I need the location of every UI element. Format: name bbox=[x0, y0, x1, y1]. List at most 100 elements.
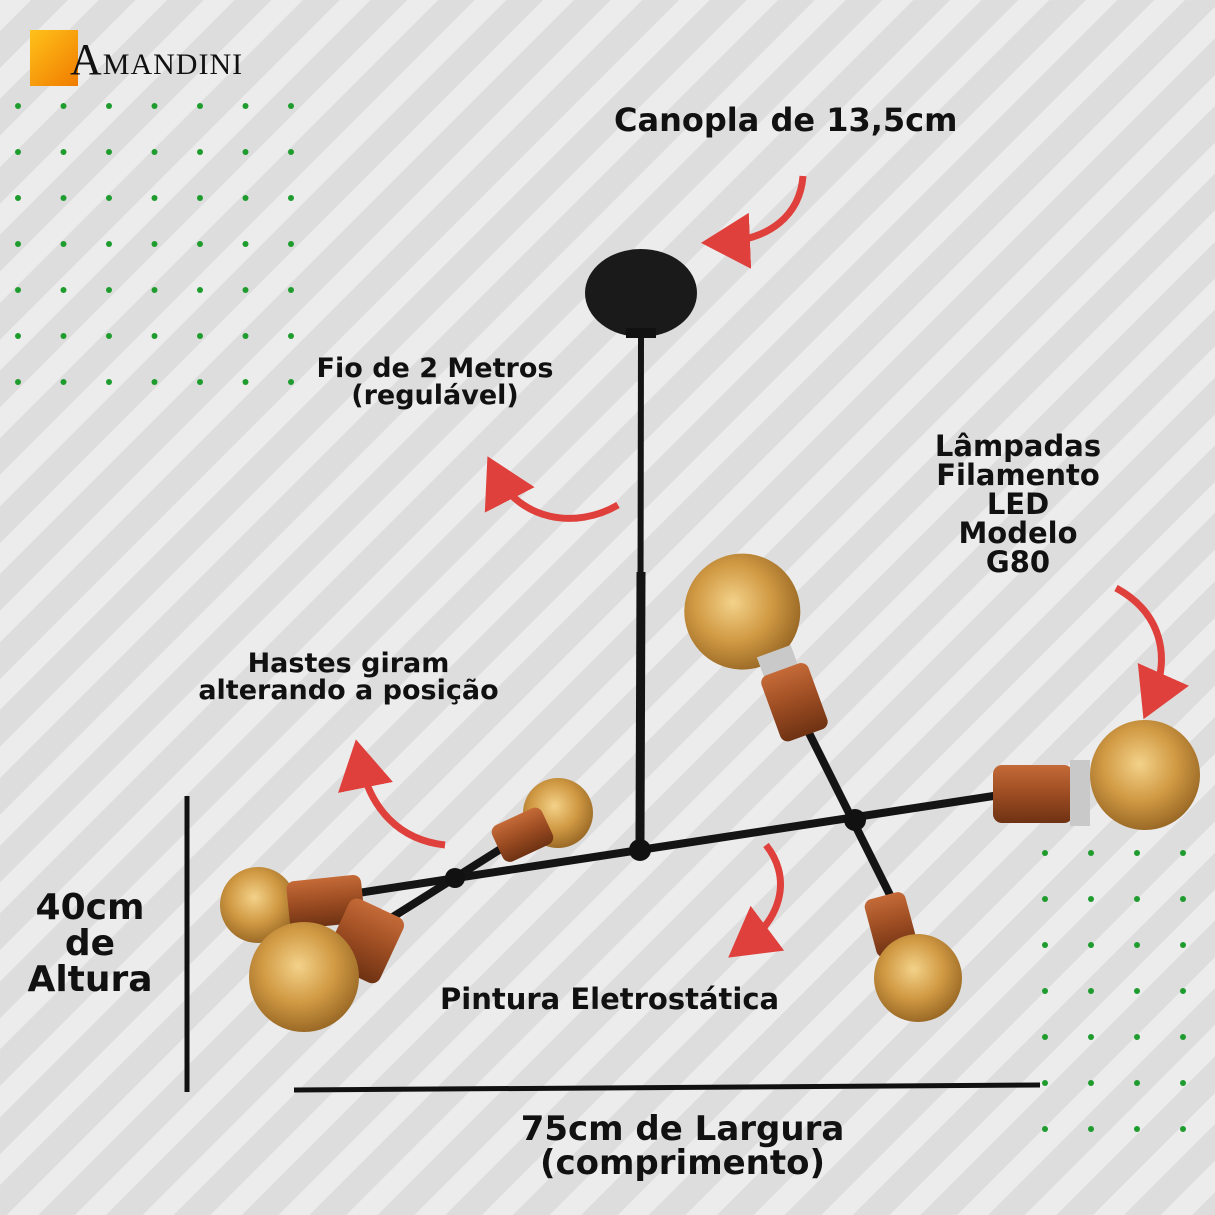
decorative-dot bbox=[242, 195, 249, 201]
height-label: 40cm de Altura bbox=[20, 890, 160, 998]
dot-grid-top-left bbox=[15, 103, 294, 385]
decorative-dot bbox=[1088, 988, 1094, 994]
arrow-arms bbox=[338, 739, 446, 849]
decorative-dot bbox=[106, 379, 112, 385]
arms-label: Hastes giram alterando a posição bbox=[176, 650, 521, 704]
decorative-dot bbox=[242, 149, 249, 155]
decorative-dot bbox=[151, 195, 158, 201]
width-dimension-line bbox=[293, 1082, 1041, 1093]
bulbs-label-line2: Filamento bbox=[936, 458, 1100, 492]
decorative-dot bbox=[106, 287, 112, 293]
lamp-top-right bbox=[684, 553, 828, 742]
lamp-big-left bbox=[249, 898, 405, 1032]
wire-label: Fio de 2 Metros (regulável) bbox=[310, 355, 560, 409]
center-joint bbox=[629, 839, 651, 861]
decorative-dot bbox=[106, 195, 112, 201]
right-joint bbox=[844, 809, 866, 831]
paint-label: Pintura Eletrostática bbox=[440, 985, 779, 1014]
decorative-dot bbox=[1134, 1080, 1140, 1086]
decorative-dot bbox=[106, 333, 112, 339]
height-label-line3: Altura bbox=[27, 959, 153, 1000]
width-label-line1: 75cm de Largura bbox=[520, 1109, 845, 1149]
arrow-canopy bbox=[701, 175, 807, 269]
width-label: 75cm de Largura (comprimento) bbox=[505, 1112, 860, 1180]
lamp-far-right bbox=[993, 720, 1200, 830]
decorative-dot bbox=[1042, 988, 1048, 994]
lamp-far-left bbox=[220, 867, 365, 943]
decorative-dot bbox=[288, 195, 294, 201]
decorative-dot bbox=[1088, 1034, 1094, 1040]
decorative-dot bbox=[60, 103, 67, 109]
decorative-dot bbox=[1180, 1080, 1186, 1086]
decorative-dot bbox=[197, 103, 203, 109]
canopy bbox=[585, 249, 697, 338]
dot-grid-bottom-right bbox=[1042, 850, 1186, 1132]
decorative-dot bbox=[106, 241, 112, 247]
decorative-dot bbox=[60, 195, 67, 201]
decorative-dot bbox=[197, 379, 203, 385]
rod-sleeve bbox=[635, 571, 646, 841]
decorative-dot bbox=[1134, 1034, 1140, 1040]
canopy-label-text: Canopla de 13,5cm bbox=[614, 101, 958, 139]
decorative-dot bbox=[288, 287, 294, 293]
bulbs-label-line4: Modelo bbox=[958, 516, 1078, 550]
decorative-dot bbox=[288, 103, 294, 109]
decorative-dot bbox=[60, 379, 67, 385]
decorative-dot bbox=[288, 379, 294, 385]
decorative-dot bbox=[151, 241, 158, 247]
decorative-dot bbox=[197, 149, 203, 155]
bulbs-label-line5: G80 bbox=[985, 545, 1051, 579]
decorative-dot bbox=[1088, 1126, 1094, 1132]
decorative-dot bbox=[1180, 896, 1186, 902]
decorative-dot bbox=[197, 333, 203, 339]
left-joint bbox=[445, 868, 465, 888]
decorative-dot bbox=[1180, 850, 1186, 856]
lamp-bottom-right bbox=[864, 892, 962, 1022]
decorative-dot bbox=[151, 287, 158, 293]
decorative-dot bbox=[1180, 1034, 1186, 1040]
decorative-dot bbox=[1042, 1126, 1048, 1132]
decorative-dot bbox=[1134, 850, 1140, 856]
decorative-dot bbox=[288, 333, 294, 339]
decorative-dot bbox=[242, 379, 249, 385]
decorative-dot bbox=[106, 103, 112, 109]
arrow-wire bbox=[484, 456, 620, 522]
decorative-dot bbox=[60, 241, 67, 247]
decorative-dot bbox=[15, 195, 21, 201]
arms-label-line2: alterando a posição bbox=[198, 675, 499, 706]
wire-label-line1: Fio de 2 Metros bbox=[316, 353, 554, 384]
decorative-dot bbox=[1042, 896, 1048, 902]
decorative-dot bbox=[1042, 942, 1048, 948]
decorative-dot bbox=[288, 149, 294, 155]
decorative-dot bbox=[15, 241, 21, 247]
decorative-dot bbox=[60, 149, 67, 155]
decorative-dot bbox=[15, 379, 21, 385]
decorative-dot bbox=[1180, 1126, 1186, 1132]
width-label-line2: (comprimento) bbox=[539, 1143, 826, 1183]
decorative-dot bbox=[15, 333, 21, 339]
decorative-dot bbox=[242, 241, 249, 247]
decorative-dot bbox=[15, 149, 21, 155]
height-label-line2: de bbox=[64, 923, 116, 964]
decorative-dot bbox=[151, 103, 158, 109]
decorative-dot bbox=[1042, 1080, 1048, 1086]
logo-wordmark: MANDINI bbox=[102, 48, 244, 81]
decorative-dot bbox=[1180, 942, 1186, 948]
decorative-dot bbox=[1088, 850, 1094, 856]
decorative-dot bbox=[151, 333, 158, 339]
arms-label-line1: Hastes giram bbox=[247, 648, 450, 679]
brand-logo: AMANDINI bbox=[30, 30, 242, 86]
decorative-dot bbox=[60, 333, 67, 339]
decorative-dot bbox=[15, 103, 21, 109]
decorative-dot bbox=[1088, 1080, 1094, 1086]
decorative-dot bbox=[1042, 850, 1048, 856]
decorative-dot bbox=[106, 149, 112, 155]
decorative-dot bbox=[1134, 988, 1140, 994]
decorative-dot bbox=[197, 287, 203, 293]
canopy-label: Canopla de 13,5cm bbox=[614, 104, 957, 136]
decorative-dot bbox=[1088, 942, 1094, 948]
right-cross-arm bbox=[801, 723, 894, 897]
decorative-dot bbox=[1134, 942, 1140, 948]
decorative-dot bbox=[151, 149, 158, 155]
